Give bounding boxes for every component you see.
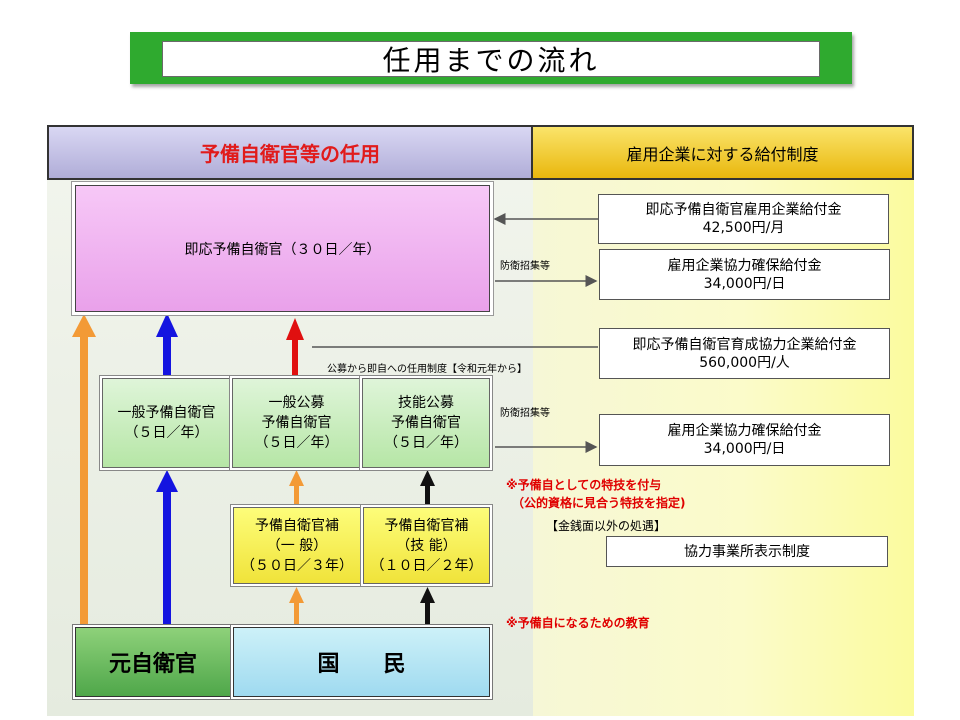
- gino-kobo-line-3: （５日／年）: [384, 435, 468, 451]
- tokugi-note-2: （公的資格に見合う特技を指定): [512, 496, 686, 510]
- benefit-4-amount: 34,000円/日: [703, 441, 786, 457]
- ippan-yobijieikan-box: 一般予備自衛官 （５日／年）: [102, 378, 231, 468]
- yobijieikanho-gino-box: 予備自衛官補 （技 能） （１０日／２年）: [363, 507, 490, 584]
- orange-arrow-long: [72, 314, 96, 627]
- benefit-1-amount: 42,500円/月: [702, 220, 785, 236]
- gino-kobo-box: 技能公募 予備自衛官 （５日／年）: [362, 378, 490, 468]
- orange-arrow-small-2: [289, 587, 304, 627]
- gino-kobo-line-1: 技能公募: [398, 395, 454, 411]
- moto-label: 元自衛官: [108, 652, 197, 677]
- blue-arrow-lower: [156, 470, 178, 627]
- benefit-box-5: 協力事業所表示制度: [606, 536, 888, 567]
- header-right-label: 雇用企業に対する給付制度: [626, 144, 819, 164]
- page-title: 任用までの流れ: [382, 44, 600, 77]
- benefit-box-2: 雇用企業協力確保給付金 34,000円/日: [599, 249, 890, 300]
- ho-gino-line-2: （技 能）: [396, 537, 457, 554]
- yobijieikanho-ippan-box: 予備自衛官補 （一 般） （５０日／３年）: [233, 507, 361, 584]
- ippan-line-2: （５日／年）: [124, 425, 209, 441]
- ho-ippan-line-2: （一 般）: [266, 537, 328, 554]
- benefit-2-name: 雇用企業協力確保給付金: [667, 257, 822, 274]
- benefit-5-name: 協力事業所表示制度: [684, 543, 810, 560]
- gino-kobo-line-2: 予備自衛官: [391, 415, 461, 431]
- benefit-box-4: 雇用企業協力確保給付金 34,000円/日: [599, 414, 890, 466]
- blue-arrow-upper: [156, 313, 178, 378]
- benefit-3-amount: 560,000円/人: [699, 354, 790, 371]
- ho-gino-line-3: （１０日／２年）: [370, 557, 483, 574]
- boei-label-2: 防衛招集等: [500, 408, 550, 419]
- benefit-4-name: 雇用企業協力確保給付金: [667, 423, 822, 439]
- kokumin-label: 国民: [317, 652, 450, 677]
- black-arrow-1: [420, 470, 435, 507]
- black-arrow-2: [420, 587, 435, 627]
- benefit-3-name: 即応予備自衛官育成協力企業給付金: [632, 336, 857, 353]
- header-left: 予備自衛官等の任用: [47, 125, 533, 180]
- benefit-box-3: 即応予備自衛官育成協力企業給付金 560,000円/人: [599, 328, 890, 379]
- header-left-label: 予備自衛官等の任用: [200, 142, 380, 166]
- orange-arrow-small-1: [289, 470, 304, 507]
- boei-label-1: 防衛招集等: [500, 261, 550, 272]
- kinsen-note: 【金銭面以外の処遇】: [546, 519, 667, 533]
- ippan-kobo-line-2: 予備自衛官: [261, 415, 332, 431]
- benefit-1-name: 即応予備自衛官雇用企業給付金: [645, 202, 842, 218]
- benefit-box-1: 即応予備自衛官雇用企業給付金 42,500円/月: [598, 194, 889, 244]
- kyoiku-note: ※予備自になるための教育: [506, 616, 650, 630]
- ippan-kobo-line-3: （５日／年）: [254, 435, 339, 451]
- ippan-kobo-box: 一般公募 予備自衛官 （５日／年）: [232, 378, 361, 468]
- kobo-note: 公募から即自への任用制度【令和元年から】: [327, 364, 527, 375]
- ho-ippan-line-3: （５０日／３年）: [241, 557, 353, 574]
- ippan-line-1: 一般予備自衛官: [117, 405, 216, 421]
- ho-gino-line-1: 予備自衛官補: [384, 517, 469, 534]
- sokuo-label: 即応予備自衛官（３０日／年）: [184, 241, 381, 258]
- tokugi-note-1: ※予備自としての特技を付与: [506, 478, 662, 492]
- benefit-2-amount: 34,000円/日: [703, 275, 786, 292]
- kokumin-box: 国民: [233, 627, 490, 697]
- moto-jieikan-box: 元自衛官: [75, 627, 231, 697]
- ho-ippan-line-1: 予備自衛官補: [255, 517, 339, 534]
- sokuo-yobijieikan-box: 即応予備自衛官（３０日／年）: [75, 185, 490, 312]
- red-arrow: [286, 318, 304, 378]
- title-box: 任用までの流れ: [162, 41, 820, 77]
- header-right: 雇用企業に対する給付制度: [533, 125, 914, 180]
- ippan-kobo-line-1: 一般公募: [268, 395, 325, 411]
